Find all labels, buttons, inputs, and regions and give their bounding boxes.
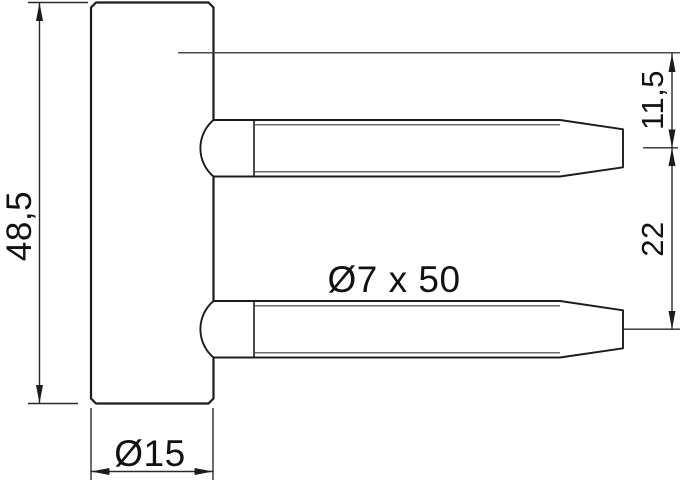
- pin-bottom: [199, 300, 680, 359]
- arrow-up-icon: [668, 147, 676, 166]
- dim-label-pin-spacing: 22: [635, 221, 670, 256]
- dimension-body-height: 48,5: [0, 1, 88, 405]
- dim-label-body-diameter: Ø15: [114, 433, 185, 474]
- dim-label-pin-offset: 11,5: [635, 70, 670, 130]
- arrow-right-icon: [194, 468, 213, 475]
- dimension-pin-offsets: 11,5 22: [635, 53, 678, 330]
- dimension-body-diameter: Ø15: [90, 408, 214, 480]
- pin-bottom-outline: [199, 300, 624, 359]
- annotation-pin-spec: Ø7 x 50: [327, 259, 460, 300]
- pin-top: [199, 119, 624, 178]
- arrow-up-icon: [36, 2, 43, 21]
- arrow-down-icon: [668, 311, 676, 330]
- pin-top-outline: [199, 119, 624, 178]
- hinge-body-outline: [89, 1, 215, 405]
- arrow-down-icon: [36, 385, 43, 404]
- dim-label-body-height: 48,5: [0, 191, 39, 261]
- arrow-down-icon: [668, 129, 676, 148]
- arrow-left-icon: [91, 468, 110, 475]
- arrow-up-icon: [668, 53, 676, 72]
